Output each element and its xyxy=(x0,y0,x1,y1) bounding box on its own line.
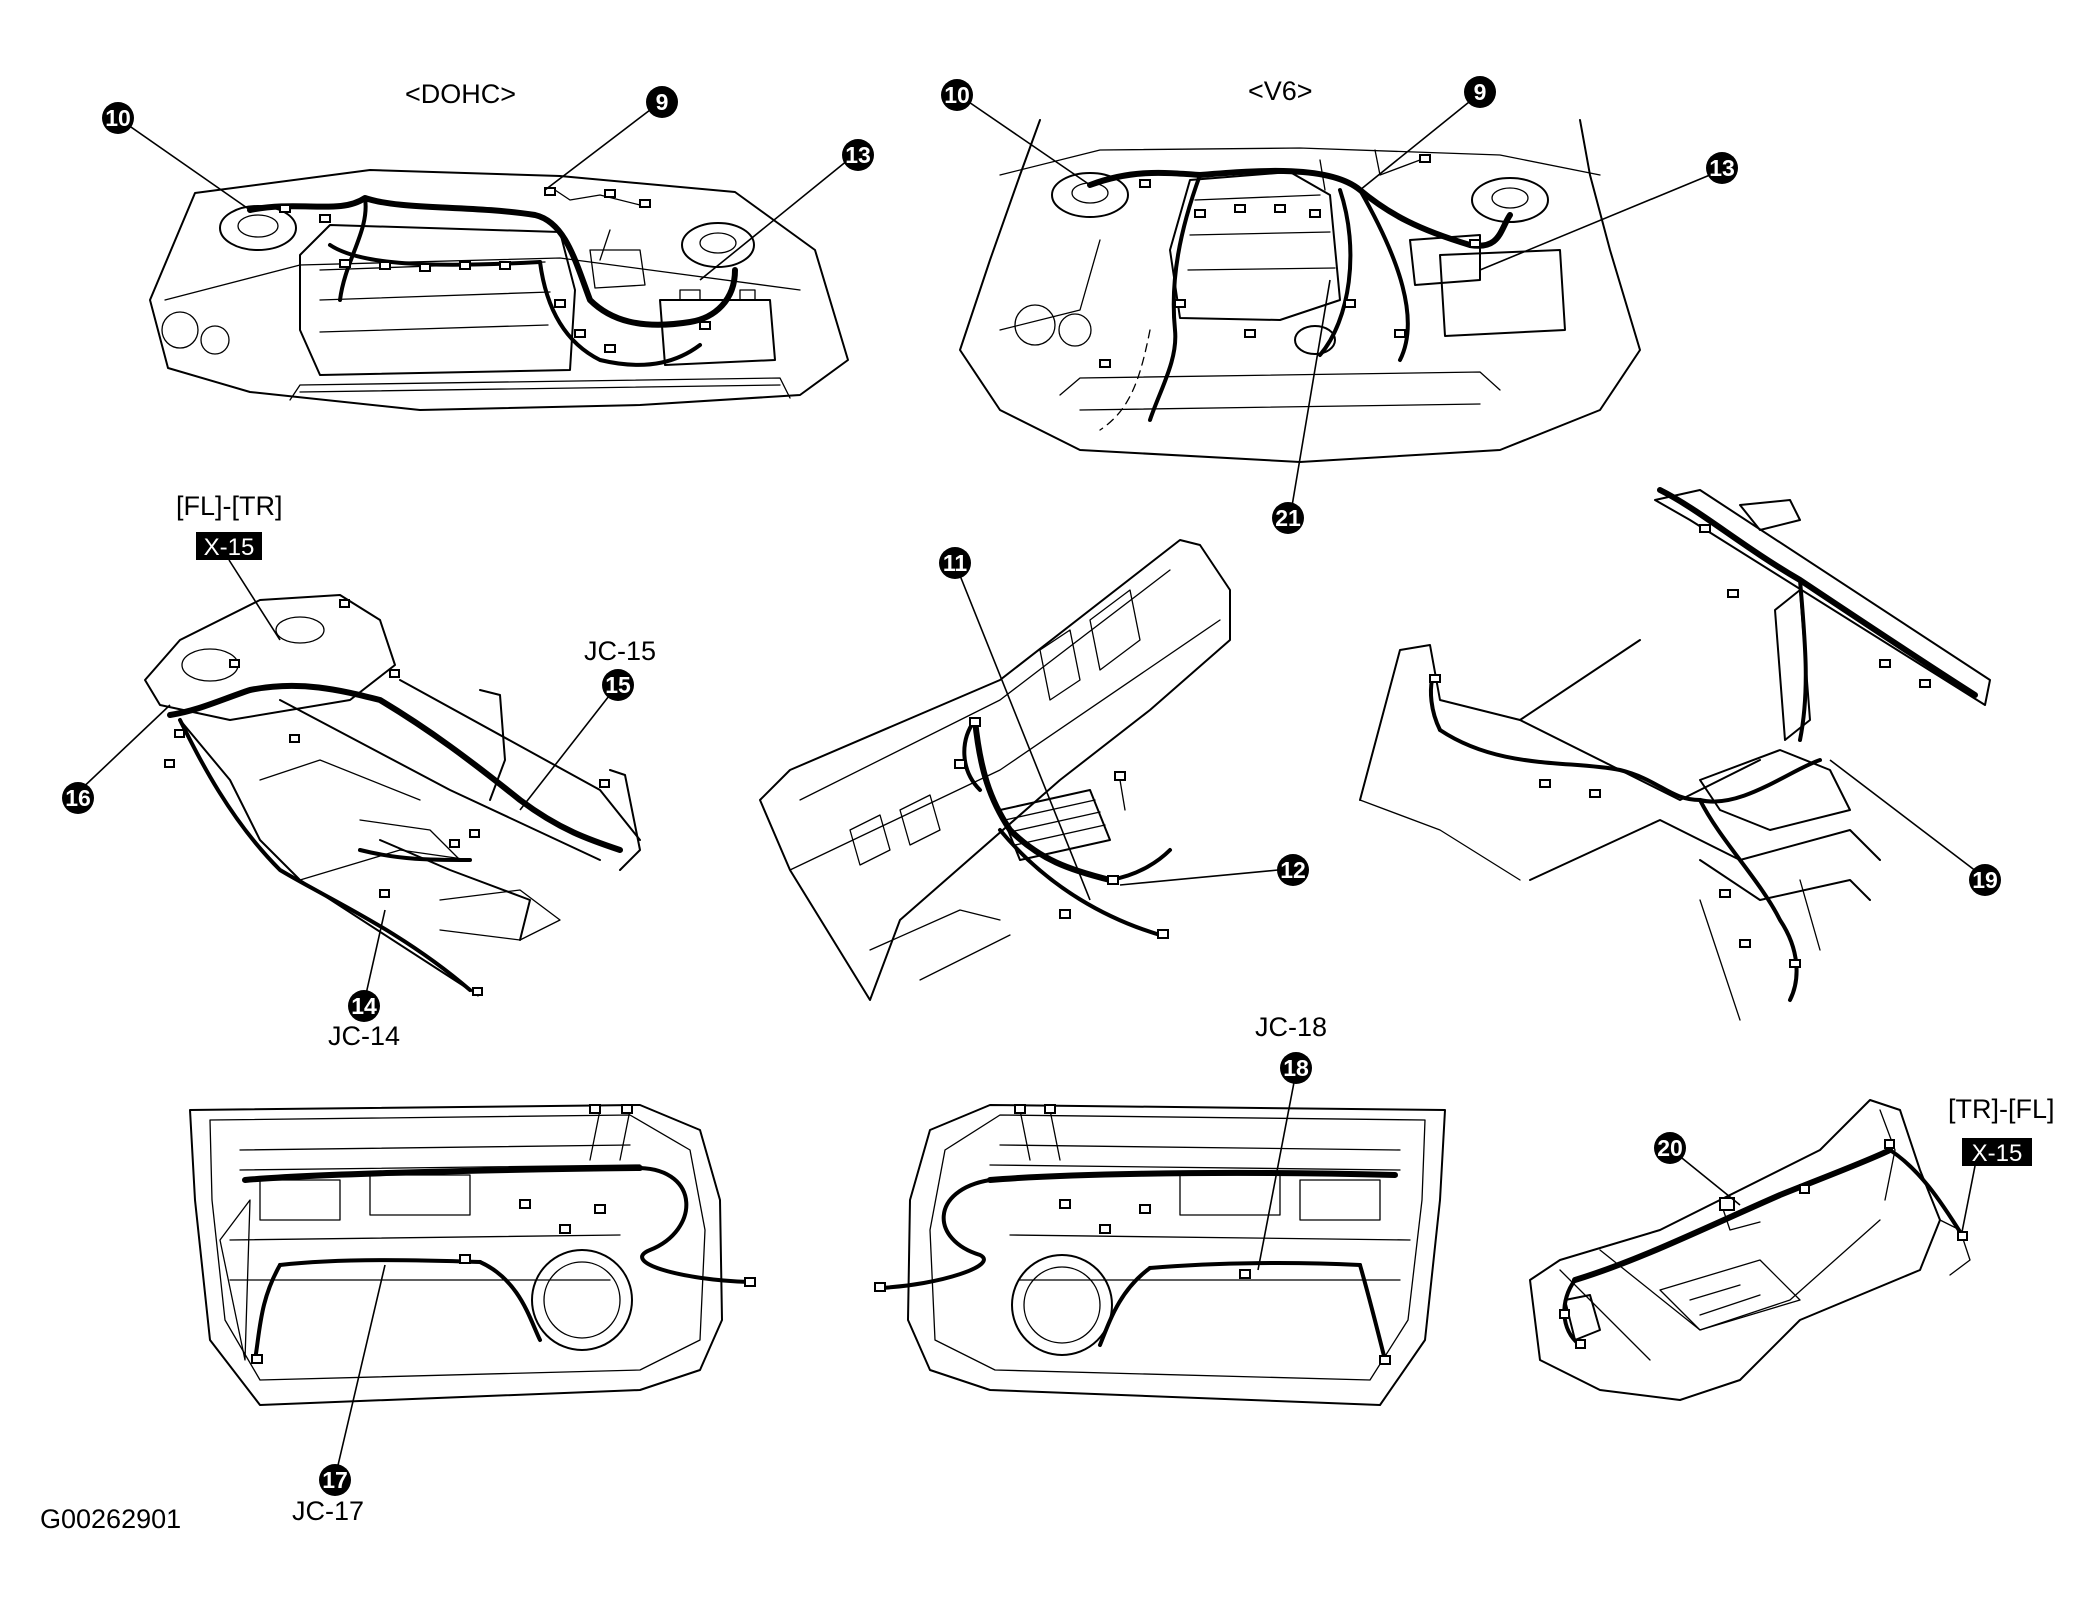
trunk-callout-20: 20 xyxy=(1654,1132,1686,1164)
svg-text:9: 9 xyxy=(656,89,669,115)
crossbar-connectors xyxy=(1429,524,1931,968)
floor-tag-x15: X-15 xyxy=(196,532,262,561)
trunk-tag-x15: X-15 xyxy=(1962,1138,2032,1167)
dohc-callout-10: 10 xyxy=(102,102,134,134)
dohc-callout-9: 9 xyxy=(646,86,678,118)
svg-text:17: 17 xyxy=(322,1467,348,1493)
panel-crossbar-harness: 19 xyxy=(1359,487,2001,1021)
door-right-connectors xyxy=(874,1104,1391,1365)
panel-dash-harness: 11 12 xyxy=(759,539,1309,1001)
floor-callout-14: 14 xyxy=(348,990,380,1022)
door-left-callout-17: 17 xyxy=(319,1464,351,1496)
dohc-connectors xyxy=(279,187,711,353)
panel-v6-engine-bay: <V6> xyxy=(941,76,1738,534)
trunk-tag-heading: [TR]-[FL] xyxy=(1948,1094,2055,1124)
panel-door-left: JC-17 17 xyxy=(189,1104,756,1526)
svg-text:13: 13 xyxy=(845,142,871,168)
dohc-title: <DOHC> xyxy=(405,79,516,109)
floor-label-jc15: JC-15 xyxy=(584,636,656,666)
dash-callout-11: 11 xyxy=(939,547,971,579)
floor-connectors xyxy=(164,599,610,996)
panel-floor-harness: [FL]-[TR] X-15 JC-15 JC-14 xyxy=(62,491,656,1051)
svg-text:16: 16 xyxy=(65,785,91,811)
panel-door-right: JC-18 18 xyxy=(874,1012,1446,1406)
svg-text:20: 20 xyxy=(1657,1135,1683,1161)
svg-text:14: 14 xyxy=(351,993,377,1019)
panel-dohc-engine-bay: <DOHC> xyxy=(102,79,874,411)
trunk-connectors xyxy=(1559,1139,1968,1349)
v6-callout-21: 21 xyxy=(1272,502,1304,534)
panel-trunk-harness: [TR]-[FL] X-15 20 xyxy=(1529,1094,2055,1401)
door-left-connectors xyxy=(251,1104,756,1364)
dohc-callout-13: 13 xyxy=(842,139,874,171)
floor-callout-16: 16 xyxy=(62,782,94,814)
crossbar-callout-19: 19 xyxy=(1969,864,2001,896)
svg-text:10: 10 xyxy=(944,82,970,108)
v6-callout-13: 13 xyxy=(1706,152,1738,184)
floor-label-jc14: JC-14 xyxy=(328,1021,400,1051)
svg-text:12: 12 xyxy=(1280,857,1306,883)
door-left-label-jc17: JC-17 xyxy=(292,1496,364,1526)
v6-title: <V6> xyxy=(1248,76,1313,106)
v6-connectors xyxy=(1099,154,1481,368)
door-right-label-jc18: JC-18 xyxy=(1255,1012,1327,1042)
floor-tag-heading: [FL]-[TR] xyxy=(176,491,283,521)
svg-text:11: 11 xyxy=(943,550,968,576)
svg-text:13: 13 xyxy=(1709,155,1735,181)
svg-text:X-15: X-15 xyxy=(204,534,255,561)
svg-text:X-15: X-15 xyxy=(1972,1140,2023,1167)
dash-callout-12: 12 xyxy=(1277,854,1309,886)
svg-text:15: 15 xyxy=(605,672,631,698)
svg-text:10: 10 xyxy=(105,105,131,131)
dash-connectors xyxy=(954,717,1169,939)
svg-text:19: 19 xyxy=(1972,867,1998,893)
v6-callout-9: 9 xyxy=(1464,76,1496,108)
svg-text:21: 21 xyxy=(1275,505,1301,531)
door-right-callout-18: 18 xyxy=(1280,1052,1312,1084)
v6-callout-10: 10 xyxy=(941,79,973,111)
figure-id: G00262901 xyxy=(40,1504,181,1534)
floor-callout-15: 15 xyxy=(602,669,634,701)
svg-text:9: 9 xyxy=(1474,79,1487,105)
svg-text:18: 18 xyxy=(1283,1055,1309,1081)
